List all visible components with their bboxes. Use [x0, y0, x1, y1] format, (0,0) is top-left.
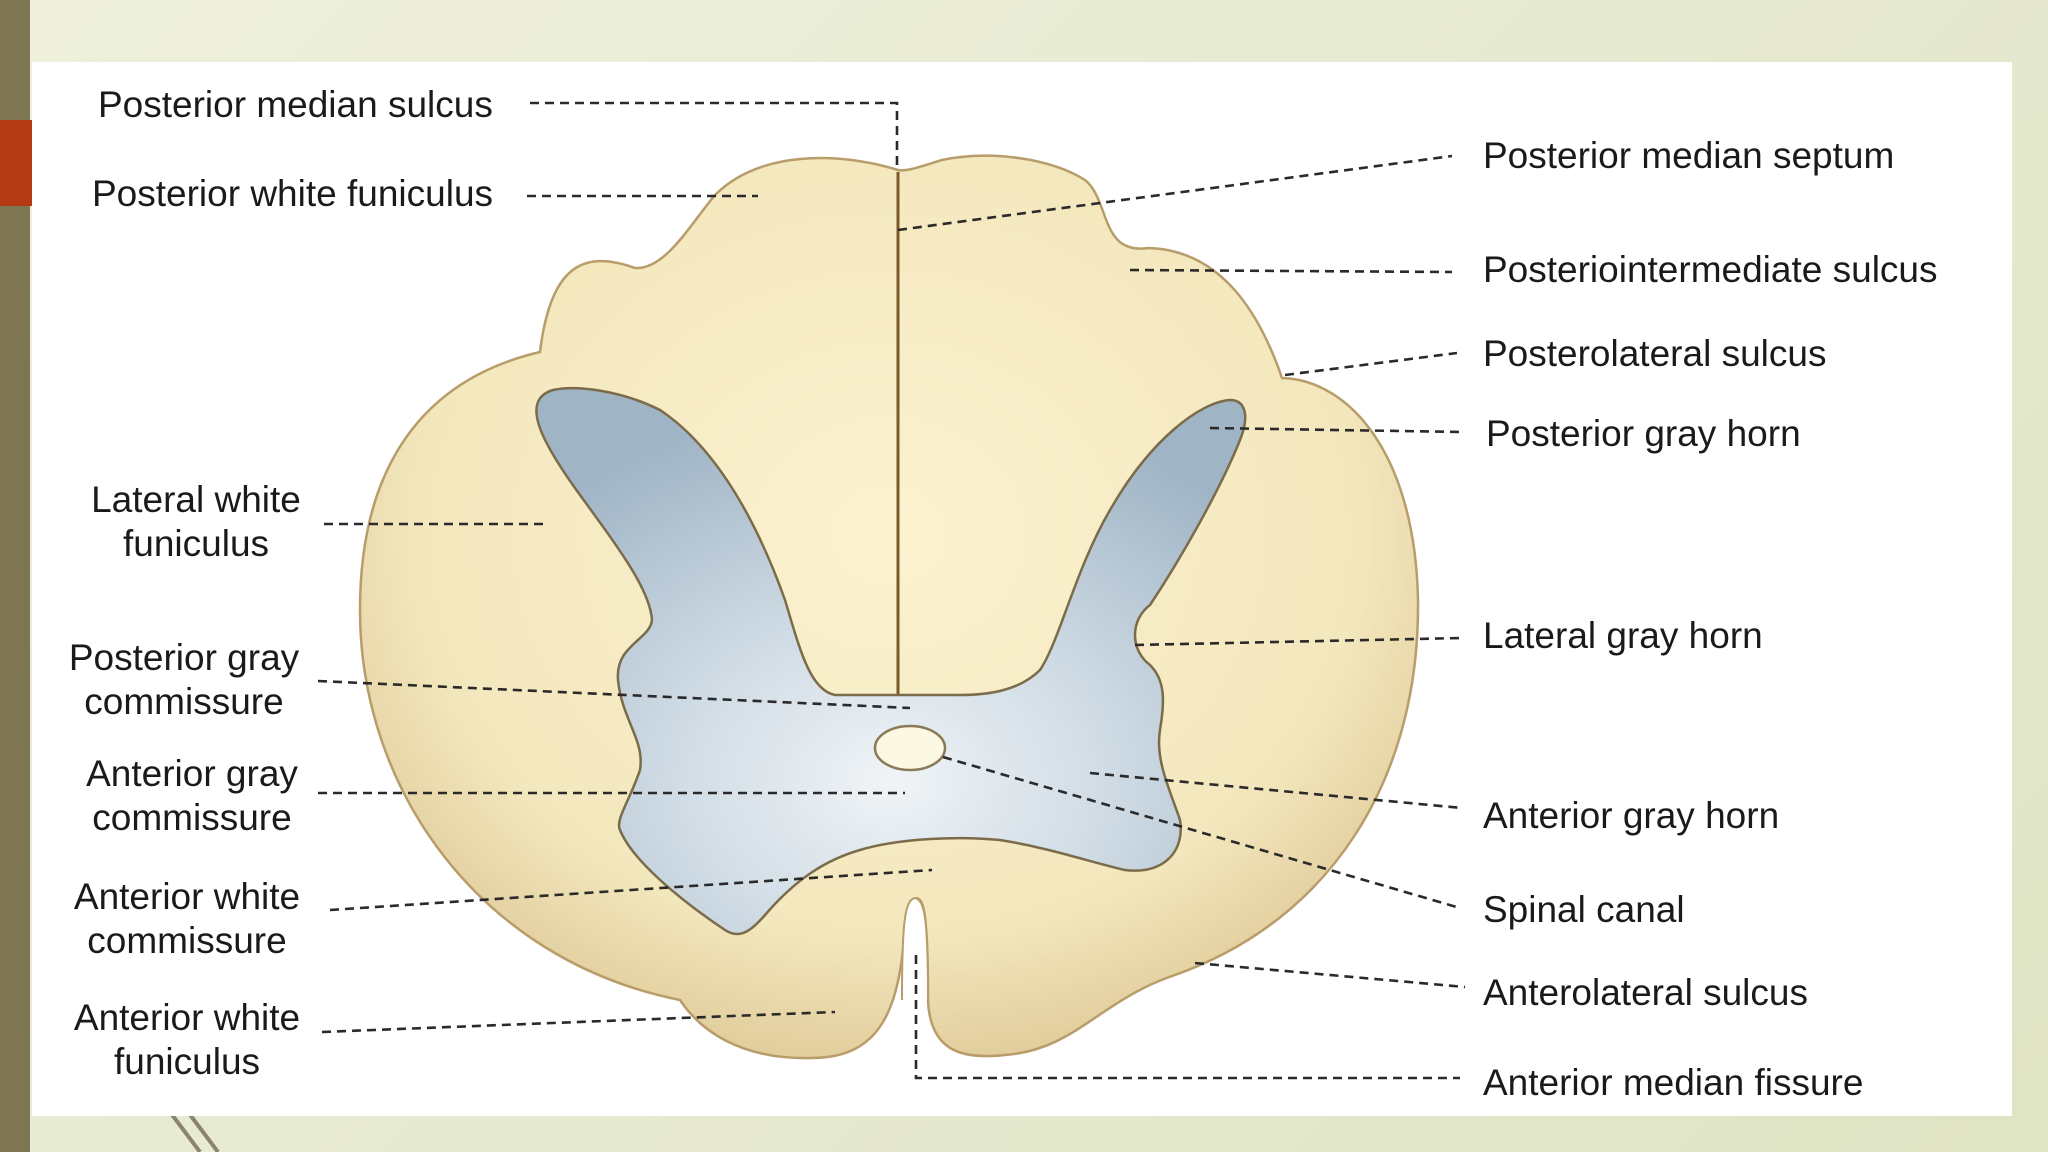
- label-posterolateral-sulcus: Posterolateral sulcus: [1483, 333, 1826, 374]
- spinal-canal: [873, 724, 947, 772]
- label-posterior-median-sulcus: Posterior median sulcus: [98, 84, 493, 125]
- label-posterior-median-septum: Posterior median septum: [1483, 135, 1894, 176]
- label-lateral-white-funiculus-line1: Lateral white: [91, 479, 301, 520]
- label-spinal-canal: Spinal canal: [1483, 889, 1685, 930]
- label-posterior-white-funiculus: Posterior white funiculus: [92, 173, 493, 214]
- label-anterior-white-funiculus-line1: Anterior white: [74, 997, 300, 1038]
- label-posterior-gray-commissure-line2: commissure: [84, 681, 283, 722]
- label-anterolateral-sulcus: Anterolateral sulcus: [1483, 972, 1808, 1013]
- label-posteriointermediate-sulcus: Posteriointermediate sulcus: [1483, 249, 1938, 290]
- label-lateral-white-funiculus-line2: funiculus: [123, 523, 269, 564]
- label-anterior-median-fissure: Anterior median fissure: [1483, 1062, 1863, 1103]
- slide-accent-block: [0, 120, 34, 206]
- label-anterior-white-commissure-line1: Anterior white: [74, 876, 300, 917]
- label-anterior-white-funiculus-line2: funiculus: [114, 1041, 260, 1082]
- label-anterior-white-commissure-line2: commissure: [87, 920, 286, 961]
- label-anterior-gray-horn: Anterior gray horn: [1483, 795, 1779, 836]
- label-posterior-gray-horn: Posterior gray horn: [1486, 413, 1801, 454]
- white-matter: [358, 154, 1420, 1060]
- label-lateral-gray-horn: Lateral gray horn: [1483, 615, 1763, 656]
- leader-lines: [317, 101, 1466, 1080]
- gray-matter: [535, 386, 1247, 936]
- label-posterior-gray-commissure-line1: Posterior gray: [69, 637, 300, 678]
- label-anterior-gray-commissure-line1: Anterior gray: [86, 753, 298, 794]
- anterior-median-fissure: [901, 896, 929, 1001]
- label-anterior-gray-commissure-line2: commissure: [92, 797, 291, 838]
- slide-decoration-lines: [168, 1112, 220, 1152]
